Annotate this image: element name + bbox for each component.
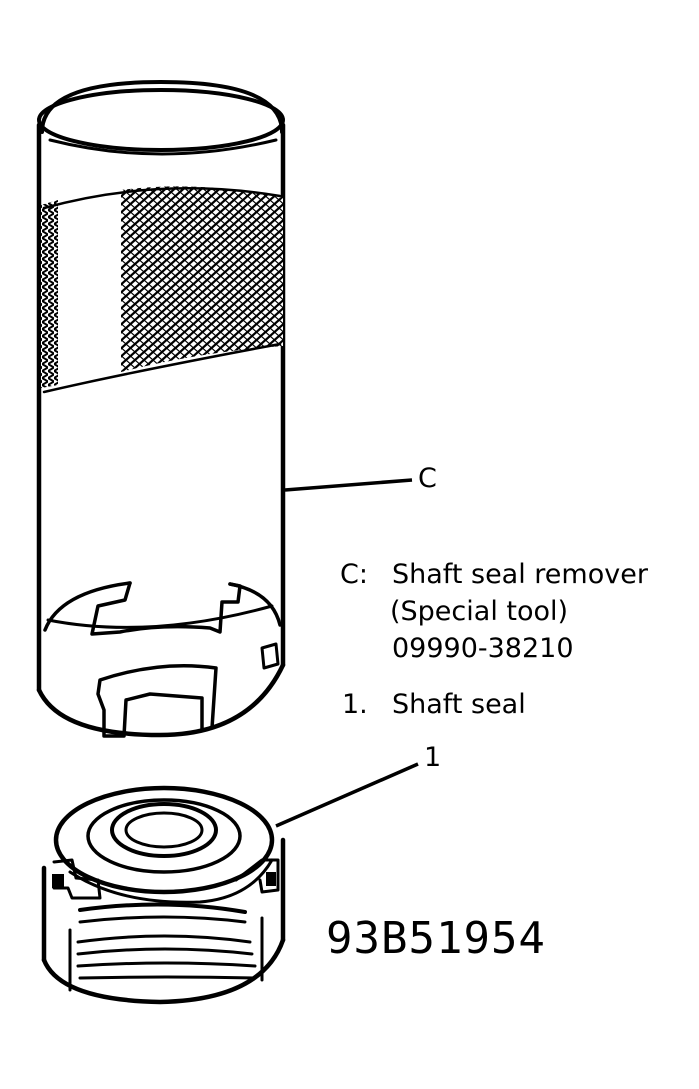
tool-slot-lower [96, 663, 218, 738]
shaft-seal-part [41, 785, 286, 1005]
tool-inner-rim [46, 604, 274, 629]
legend-key-c: C: [340, 559, 368, 590]
seal-top-outer [53, 785, 275, 895]
knurl-left-edge [41, 200, 58, 388]
tool-top-face [40, 80, 284, 134]
legend-tool-note: (Special tool) [390, 596, 569, 627]
tool-top-rim [37, 88, 285, 152]
seal-bottom-edge [41, 937, 286, 1005]
legend-tool-name: Shaft seal remover [392, 559, 648, 590]
callout-c: C [418, 463, 437, 494]
legend-seal-name: Shaft seal [392, 689, 526, 720]
seal-bore-inner [124, 811, 204, 849]
tool-bottom-rim [36, 662, 286, 738]
callout-1: 1 [424, 742, 442, 773]
seal-thread-1 [78, 902, 247, 914]
leader-line-seal [275, 762, 419, 828]
legend-tool-part-number: 09990-38210 [392, 633, 574, 664]
seal-top-ring [86, 798, 242, 874]
knurled-grip [121, 186, 283, 372]
legend-key-1: 1. [342, 689, 368, 720]
leader-line-tool [284, 478, 413, 492]
seal-bore-outer [110, 802, 218, 858]
figure-code: 93B51954 [326, 913, 546, 964]
shaft-seal-remover-tool [36, 80, 286, 738]
